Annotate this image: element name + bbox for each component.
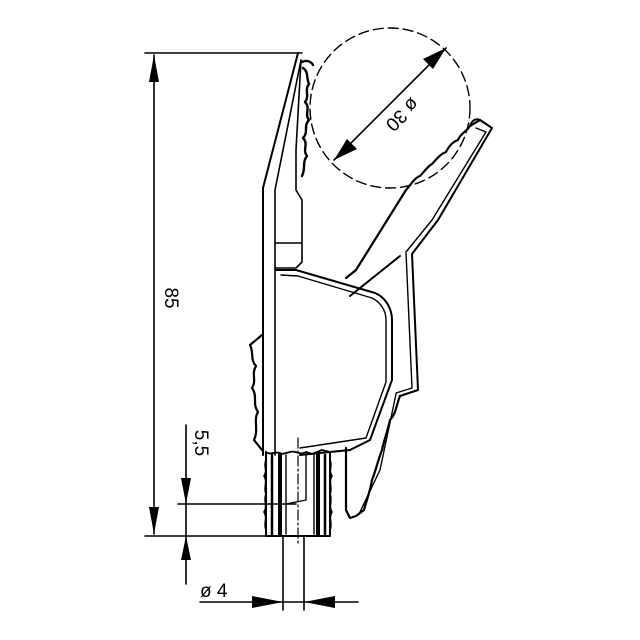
dimension-socket-diameter xyxy=(199,535,359,611)
label-jaw-opening: ø 30 xyxy=(381,93,423,135)
label-overall-length: 85 xyxy=(160,287,181,308)
dimension-jaw-opening xyxy=(309,27,471,189)
label-socket-diameter: ø 4 xyxy=(200,581,228,602)
moving-jaw xyxy=(344,118,493,520)
label-socket-depth: 5,5 xyxy=(190,430,211,456)
clip-body xyxy=(275,255,401,456)
dimension-socket-depth xyxy=(177,424,297,585)
socket-sleeve xyxy=(263,437,333,547)
fixed-jaw xyxy=(248,52,315,456)
